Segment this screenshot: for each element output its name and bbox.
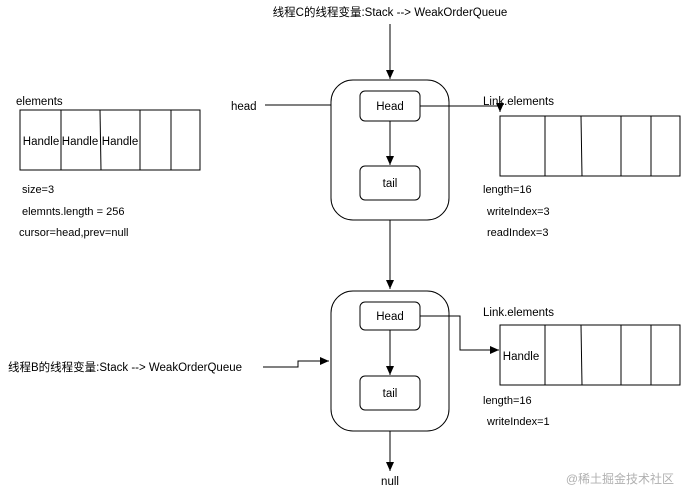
elements-info-length: elemnts.length = 256 [22,206,124,218]
elements-array: Handle Handle Handle [19,109,201,171]
elements-cell: Handle [62,136,98,148]
queue-c-tail-box [359,165,421,201]
link-c-array [499,115,681,177]
head-label: head [231,101,257,113]
queue-b-head-label: Head [376,311,404,323]
elements-info-size: size=3 [22,184,54,196]
elements-title: elements [16,96,63,108]
watermark: @稀土掘金技术社区 [566,471,674,486]
queue-c-head-label: Head [376,101,404,113]
left-label: 线程B的线程变量:Stack --> WeakOrderQueue [8,360,242,374]
link-c-arrow [420,103,504,112]
null-label: null [381,476,399,488]
elements-info-cursor: cursor=head,prev=null [19,227,128,239]
link-c-info-writeindex: writeIndex=3 [486,206,550,218]
queue-c-tail-label: tail [383,178,398,190]
queue-b-tail-label: tail [383,388,398,400]
link-c-info-readindex: readIndex=3 [487,227,548,239]
elements-cell: Handle [23,136,59,148]
top-label: 线程C的线程变量:Stack --> WeakOrderQueue [273,5,508,19]
link-b-cell: Handle [503,351,539,363]
link-b-array: Handle [499,324,681,386]
queue-b-tail-box [359,375,421,411]
left-arrow [263,357,329,368]
link-b-title: Link.elements [483,307,554,319]
link-c-info-length: length=16 [483,184,532,196]
link-b-info-length: length=16 [483,395,532,407]
link-b-arrow [420,315,499,354]
link-b-info-writeindex: writeIndex=1 [486,416,550,428]
elements-cell: Handle [102,136,138,148]
